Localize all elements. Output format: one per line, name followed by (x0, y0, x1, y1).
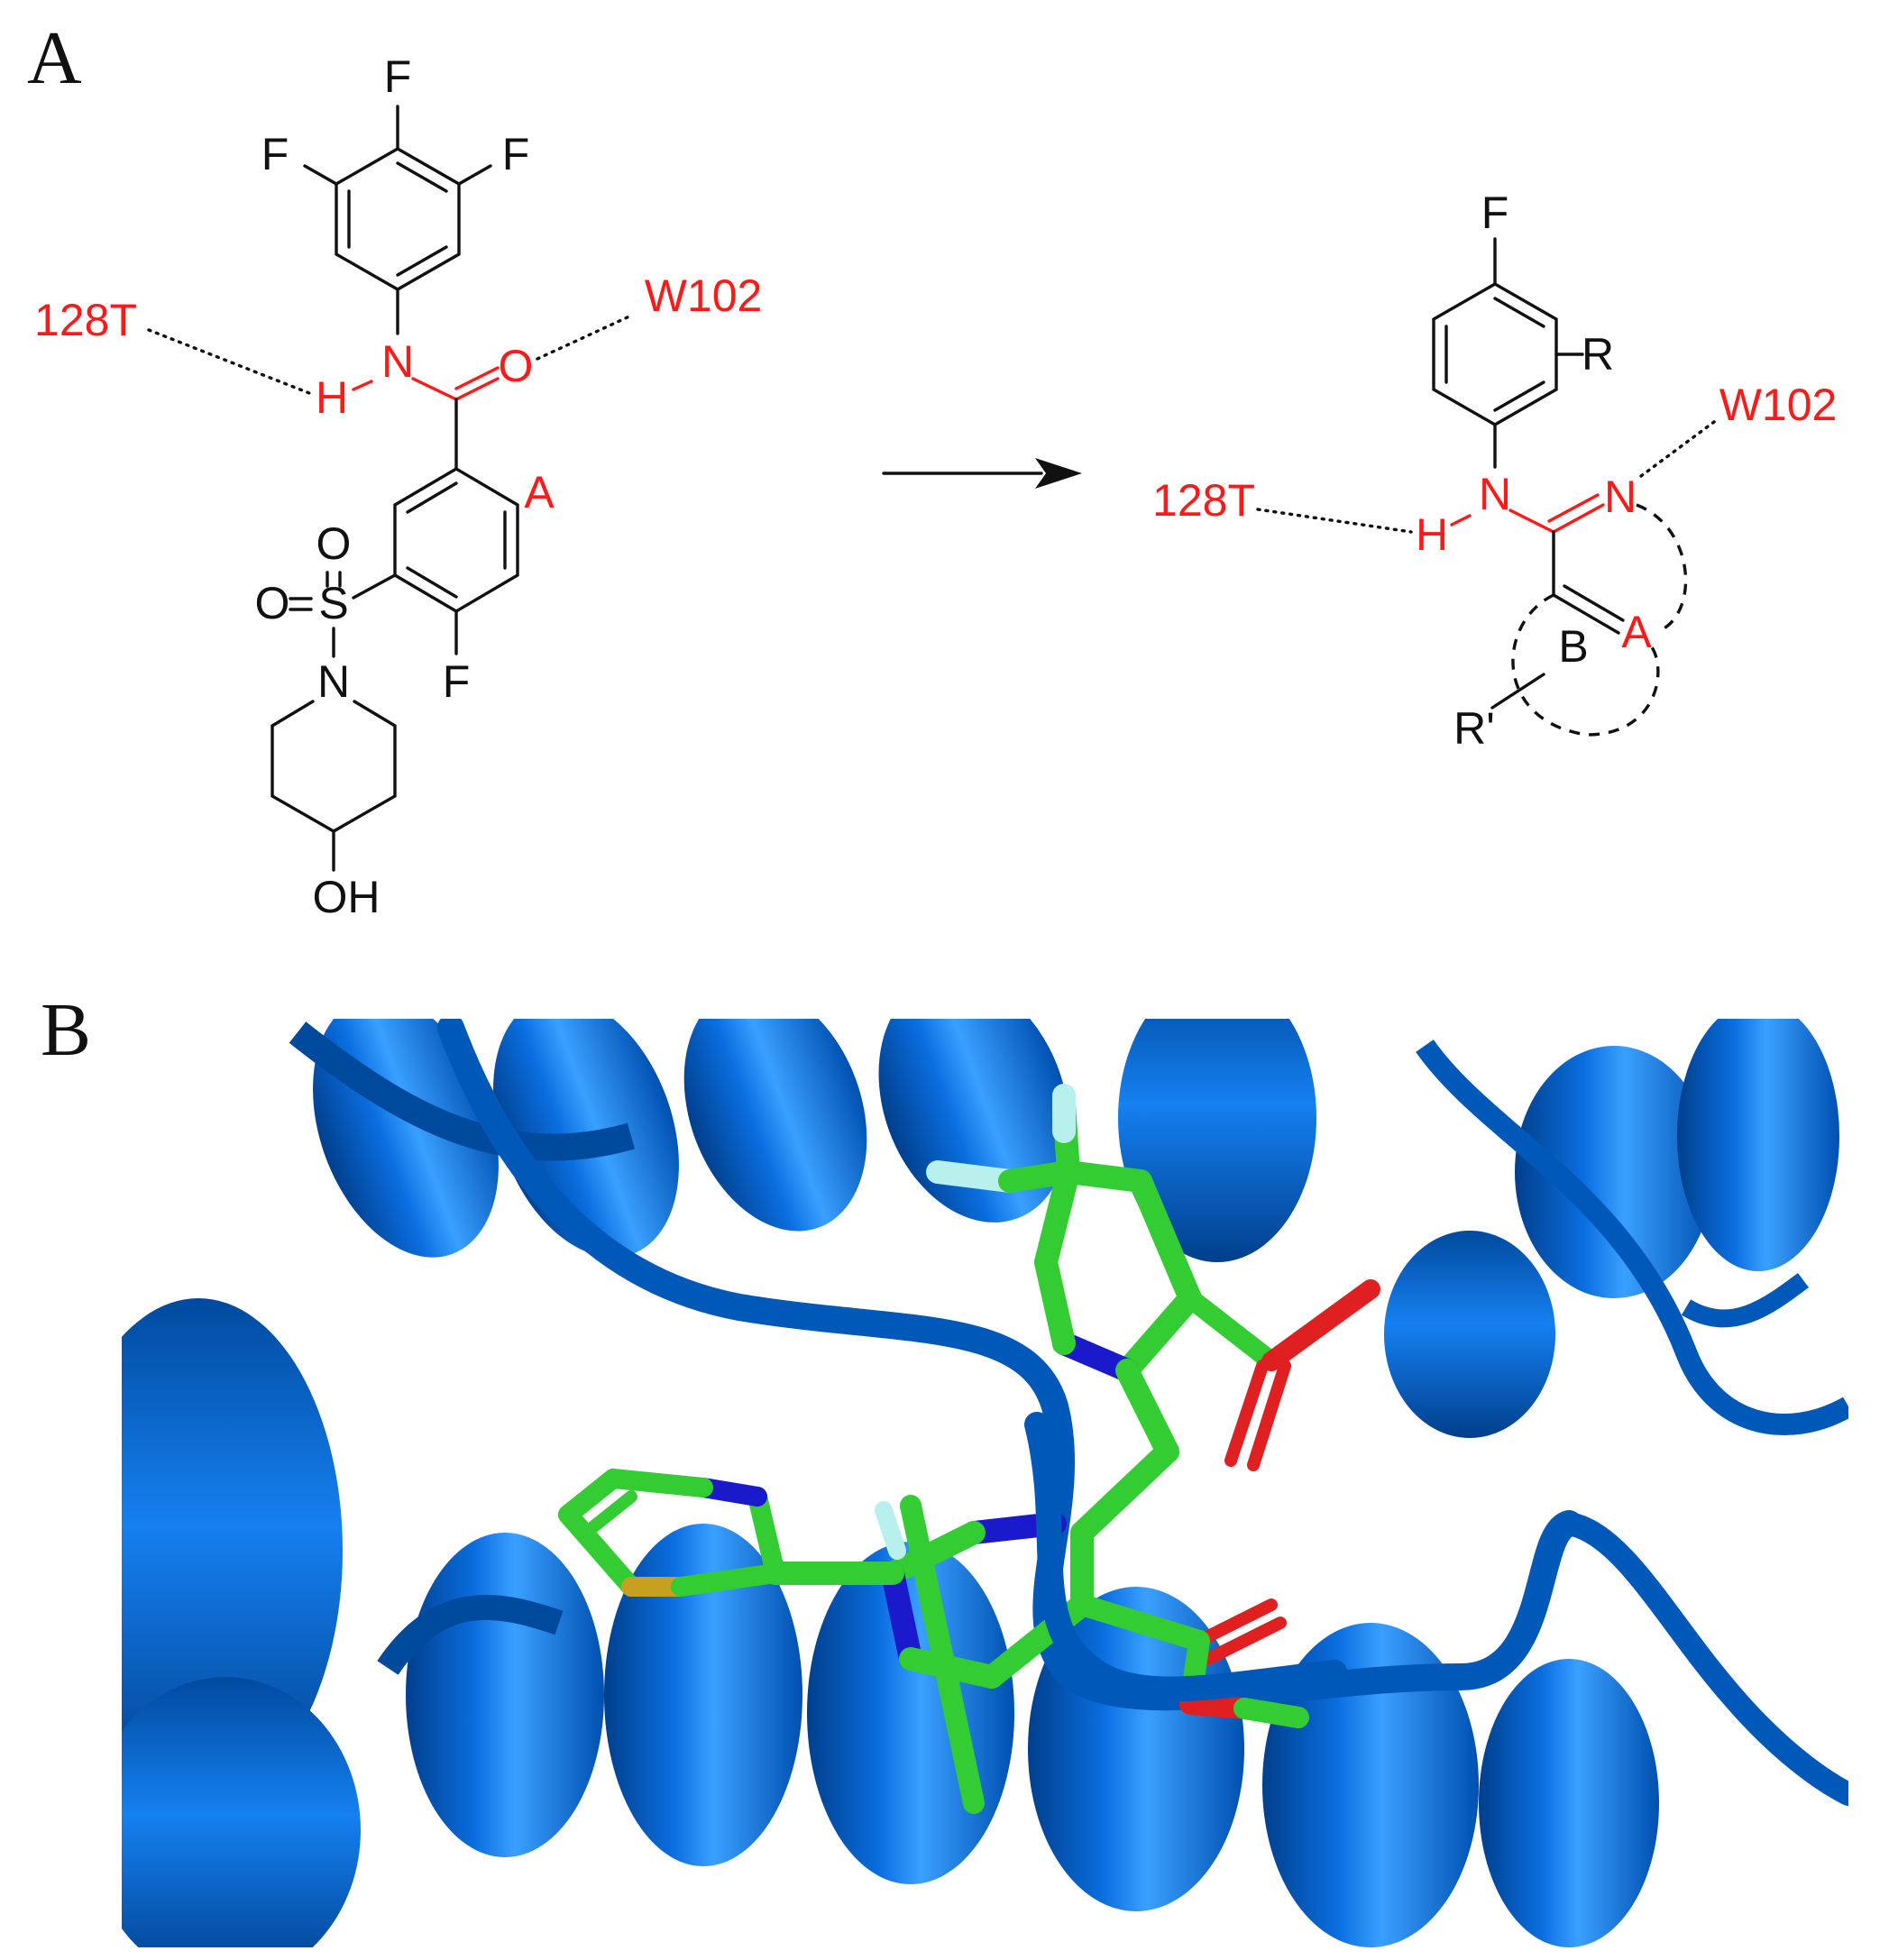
atom-r-prime: R' (1453, 703, 1495, 754)
hbond-w102-left (536, 314, 633, 361)
atom-o-sulfonyl-top: O (316, 518, 352, 569)
reaction-arrow (882, 458, 1082, 489)
atom-n-amide: N (381, 336, 414, 387)
atom-h-amide: H (316, 372, 348, 423)
atom-oh: OH (313, 872, 381, 922)
right-molecule: F R N H N A (1152, 188, 1837, 754)
dashed-ring-lower (1511, 593, 1660, 737)
protein-structure (122, 1019, 1848, 1947)
atom-b: B (1558, 621, 1588, 672)
fluorophenyl-ring (1432, 282, 1558, 426)
atom-f-right-mol: F (1481, 188, 1509, 238)
atom-f-right: F (502, 129, 530, 179)
atom-f-left: F (261, 129, 289, 179)
loop-front (1024, 1412, 1347, 1702)
piperidine-ring (271, 700, 397, 833)
residue-128t-left: 128T (34, 295, 137, 345)
panel-a-label: A (27, 16, 82, 100)
panel-a: A F F F N H O (27, 16, 1837, 922)
atom-n-piperidine: N (317, 656, 350, 707)
dashed-ring-upper (1636, 503, 1688, 633)
panel-b: B (41, 988, 1848, 1947)
atom-f-top: F (384, 51, 412, 102)
hbond-128t-right (1256, 508, 1413, 534)
trifluorophenyl-ring (335, 147, 461, 291)
central-benzene-ring (393, 467, 519, 613)
atom-r-substituent: R (1582, 329, 1614, 380)
atom-h-amidine: H (1416, 509, 1448, 560)
panel-b-label: B (41, 988, 91, 1072)
residue-128t-right: 128T (1152, 475, 1255, 526)
residue-w102-left: W102 (645, 270, 763, 321)
atom-n2-amidine: N (1604, 472, 1637, 522)
hbond-w102-right (1639, 417, 1719, 478)
atom-a-right: A (1621, 607, 1652, 657)
atom-n1-amidine: N (1479, 469, 1511, 519)
atom-o-amide: O (499, 341, 534, 391)
ligand (558, 1084, 1380, 1814)
right-helix (1384, 1019, 1848, 1438)
residue-w102-right: W102 (1719, 380, 1838, 430)
hbond-128t-left (147, 328, 316, 397)
atom-o-sulfonyl-left: O (255, 578, 290, 628)
upper-helix (289, 1019, 1316, 1262)
atom-f-ring: F (443, 656, 471, 707)
atom-a-left: A (524, 467, 555, 517)
left-molecule: F F F N H O A F (34, 51, 762, 922)
atom-s: S (318, 578, 348, 628)
